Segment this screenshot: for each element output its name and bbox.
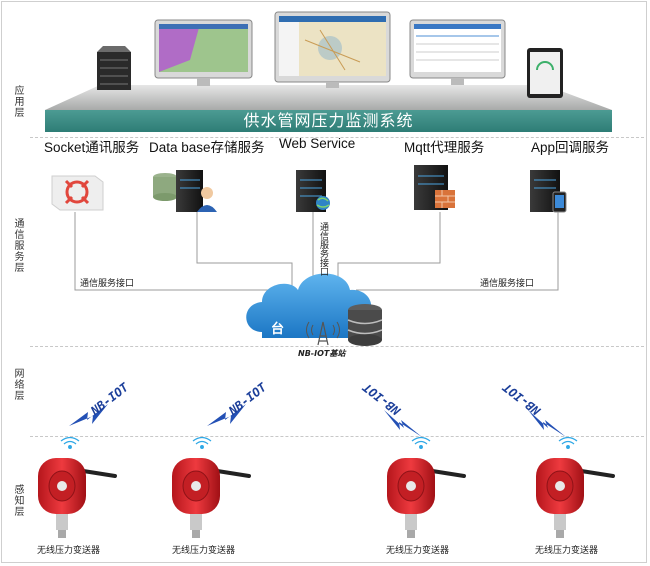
socket-service-icon	[51, 175, 104, 211]
sensor-label-2: 无线压力变送器	[172, 546, 236, 556]
divider-application	[30, 137, 644, 138]
wifi-icon-1	[60, 436, 80, 449]
tablet-icon	[527, 48, 563, 98]
platform-partial-text: 台	[271, 322, 285, 337]
service-label-web: Web Service	[279, 136, 356, 151]
layer-label-application: 应用层	[12, 85, 23, 118]
sensor-label-1: 无线压力变送器	[37, 546, 101, 556]
pressure-transmitter-1	[38, 458, 117, 538]
monitor-gis-icon	[274, 11, 391, 88]
layer-label-communication: 通信服务层	[12, 218, 23, 273]
lightning-bolt-2	[207, 404, 246, 426]
mqtt-service-icon	[414, 165, 455, 210]
sensor-label-4: 无线压力变送器	[535, 546, 599, 556]
monitor-table-icon	[409, 19, 506, 85]
service-label-app: App回调服务	[531, 140, 610, 155]
wifi-icon-3	[411, 436, 431, 449]
pressure-transmitter-4	[536, 458, 615, 538]
lightning-bolt-3	[384, 410, 422, 437]
wifi-icon-4	[558, 436, 578, 449]
lightning-bolt-4	[528, 410, 566, 437]
service-label-mqtt: Mqtt代理服务	[404, 140, 485, 155]
wifi-icon-2	[192, 436, 212, 449]
interface-label-left: 通信服务接口	[80, 279, 135, 289]
interface-label-right: 通信服务接口	[480, 279, 535, 289]
monitor-map-icon	[154, 19, 253, 86]
interface-label-center: 通信服务接口	[318, 222, 328, 276]
rack-server-icon	[97, 46, 131, 90]
database-service-icon	[153, 170, 217, 212]
web-service-icon	[296, 170, 330, 212]
divider-communication	[30, 346, 644, 347]
service-label-database: Data base存储服务	[149, 140, 265, 155]
pressure-transmitter-2	[172, 458, 251, 538]
base-station-tower-icon	[306, 321, 340, 346]
layer-label-network: 网络层	[12, 368, 23, 401]
lightning-bolt-1	[69, 404, 108, 426]
divider-network	[30, 436, 644, 437]
service-label-socket: Socket通讯服务	[44, 140, 140, 155]
database-cylinder-icon	[347, 304, 383, 346]
base-station-label: NB-IOT基站	[298, 349, 346, 358]
pressure-transmitter-3	[387, 458, 466, 538]
connector-lines	[74, 212, 559, 291]
sensor-label-3: 无线压力变送器	[386, 546, 450, 556]
cloud-platform-icon	[246, 273, 372, 339]
application-platform	[45, 85, 612, 132]
system-title: 供水管网压力监测系统	[243, 111, 414, 130]
layer-label-perception: 感知层	[12, 484, 23, 517]
app-callback-service-icon	[530, 170, 567, 213]
